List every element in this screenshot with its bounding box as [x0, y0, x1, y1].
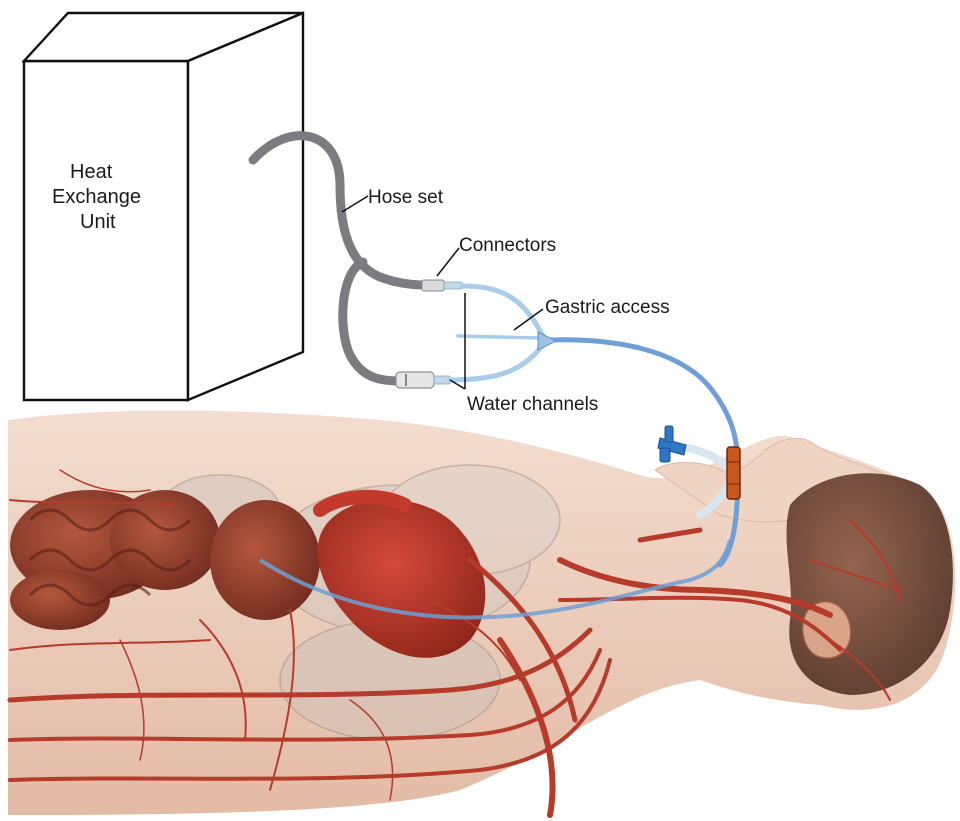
connector-upper — [422, 280, 462, 291]
y-junction — [538, 332, 556, 350]
unit-label-line-3: Unit — [80, 211, 116, 233]
leader-lines — [342, 196, 543, 389]
unit-label-line-1: Heat — [70, 161, 113, 183]
water-channels-label: Water channels — [467, 394, 598, 415]
connectors-label: Connectors — [459, 235, 556, 256]
kidney — [210, 500, 320, 620]
gastric-access-label: Gastric access — [545, 297, 670, 318]
unit-label-line-2: Exchange — [52, 186, 141, 208]
connector-lower — [396, 372, 450, 388]
hose-set-label: Hose set — [368, 187, 444, 208]
bite-block — [727, 447, 740, 499]
valve-cap-icon — [658, 426, 686, 462]
